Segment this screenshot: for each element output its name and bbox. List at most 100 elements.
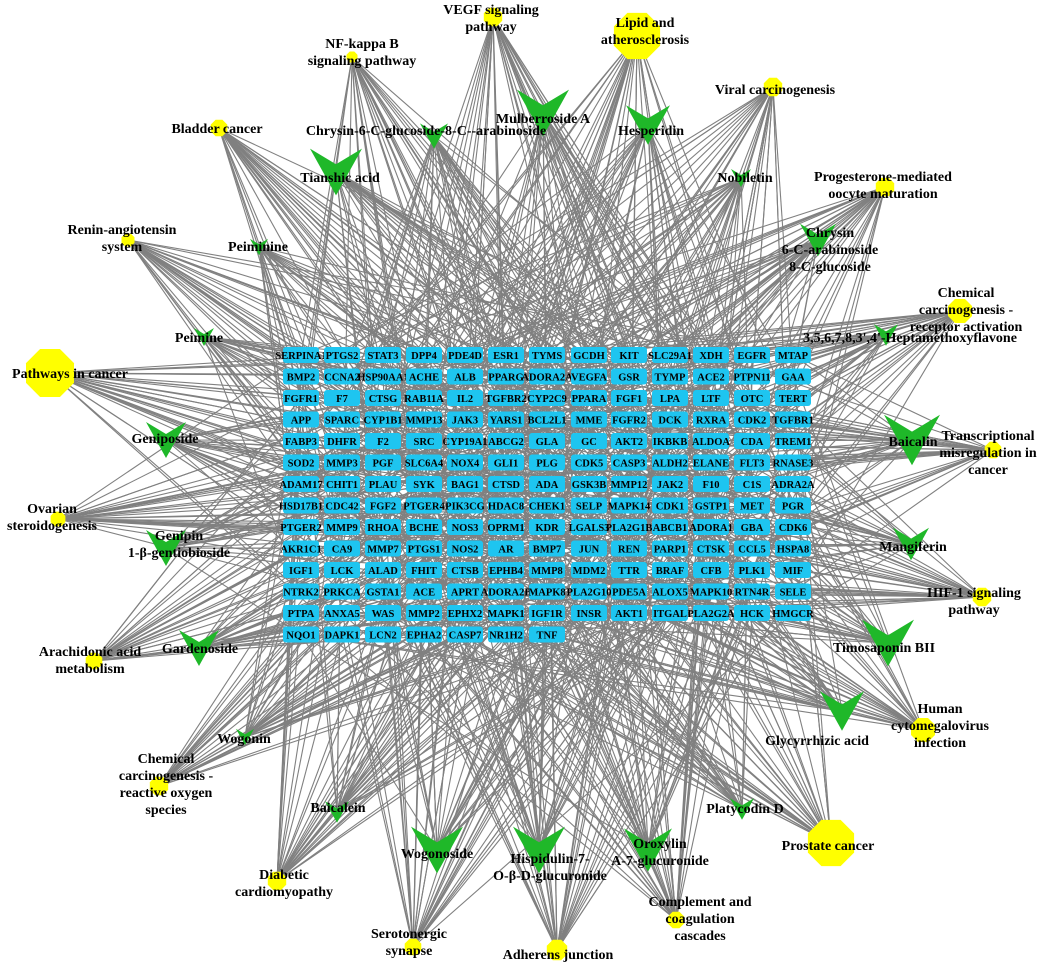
edge-1078 <box>436 526 753 851</box>
compound-label-mulberroside-a: Mulberroside A <box>496 112 591 127</box>
gene-node-lpa: LPA <box>652 390 688 406</box>
gene-node-ikbkb: IKBKB <box>652 433 688 449</box>
gene-node-ache: ACHE <box>406 368 442 385</box>
edge-1123 <box>647 505 753 851</box>
gene-node-mmp2: MMP2 <box>406 605 442 621</box>
gene-label: PTGER2 <box>280 523 321 534</box>
gene-label: EPHA2 <box>407 630 441 641</box>
edge-1113 <box>647 397 712 851</box>
gene-label: CDK5 <box>575 458 604 469</box>
gene-box <box>611 347 647 363</box>
gene-label: STAT3 <box>367 351 398 362</box>
gene-box <box>734 433 770 449</box>
gene-node-parp1: PARP1 <box>652 540 688 557</box>
gene-box <box>324 540 360 557</box>
edge-679 <box>335 171 590 485</box>
pathway-label-bladder-cancer: Bladder cancer <box>171 122 262 137</box>
gene-node-fgf2: FGF2 <box>365 497 401 514</box>
gene-node-ptger2: PTGER2 <box>280 519 322 535</box>
gene-label: AKT2 <box>615 437 643 448</box>
gene-label: ADORA2B <box>481 587 532 598</box>
edge-1075 <box>423 526 438 851</box>
gene-label: LPA <box>660 394 681 405</box>
gene-box <box>447 540 483 557</box>
gene-label: EPHX2 <box>448 609 482 620</box>
gene-box <box>652 368 688 385</box>
gene-label: GSTA1 <box>366 587 399 598</box>
gene-node-alox5: ALOX5 <box>652 583 688 600</box>
gene-box <box>734 583 770 600</box>
pathway-node-nf-kappa-b-signaling-pathway <box>346 51 358 63</box>
compound-label-chrysin-6-c-glucoside-8-c-arabinoside: Chrysin-6-C-glucoside-8-C--arabinoside <box>306 124 546 139</box>
gene-box <box>447 411 483 428</box>
gene-node-flt3: FLT3 <box>734 454 770 471</box>
gene-label: BMP7 <box>533 544 562 555</box>
gene-label: ALB <box>454 372 476 383</box>
gene-box <box>488 390 524 406</box>
edge-1081 <box>538 505 671 851</box>
gene-label: FGFR1 <box>284 394 318 405</box>
edge-1028 <box>336 483 343 813</box>
gene-node-f7: F7 <box>324 390 360 406</box>
compound-label-line: Chrysin-6-C-glucoside-8-C--arabinoside <box>306 124 546 139</box>
gene-node-mif: MIF <box>775 562 811 578</box>
edge-969 <box>244 548 302 738</box>
edge-883 <box>165 483 590 549</box>
edge-632 <box>423 135 435 463</box>
edge-474 <box>588 505 832 844</box>
compound-node-geniposide <box>146 422 186 458</box>
edge-1068 <box>436 634 507 851</box>
pathway-label-viral-carcinogenesis: Viral carcinogenesis <box>715 83 836 98</box>
gene-label: PDE4D <box>448 351 482 362</box>
gene-node-sele: SELE <box>775 583 811 600</box>
gene-node-ca9: CA9 <box>324 540 360 557</box>
edge-1070 <box>382 634 438 851</box>
gene-label: CTSB <box>451 566 478 577</box>
gene-node-mapk10: MAPK10 <box>690 583 732 600</box>
gene-label: HSPA8 <box>777 544 809 555</box>
gene-label: IL2 <box>457 394 473 405</box>
gene-box <box>283 626 319 643</box>
compound-node-mulberroside-a <box>517 89 569 137</box>
pathway-label-line: HIF-1 signaling <box>927 586 1021 601</box>
gene-box <box>611 411 647 428</box>
gene-box <box>775 454 811 471</box>
gene-box <box>652 347 688 363</box>
gene-box <box>652 583 688 600</box>
edge-465 <box>505 634 832 844</box>
gene-node-rnase3: RNASE3 <box>773 454 813 471</box>
compound-node-peimine <box>194 328 214 346</box>
gene-label: INSR <box>576 609 602 620</box>
pathway-node-renin-angiotensin-system <box>121 233 135 247</box>
gene-box <box>447 454 483 471</box>
gene-label: PLG <box>536 458 558 469</box>
edge-1066 <box>436 526 630 851</box>
gene-node-ada: ADA <box>529 476 565 492</box>
pathway-label-line: Serotonergic <box>371 927 447 942</box>
gene-label: LCK <box>331 566 355 577</box>
pathway-node-lipid-and-atherosclerosis <box>613 12 661 60</box>
compound-label-line: Peimine <box>175 331 223 346</box>
edge-886 <box>165 483 425 549</box>
gene-box <box>734 347 770 363</box>
pathway-node-serotonergic-synapse <box>404 938 422 956</box>
gene-box <box>283 519 319 535</box>
gene-box <box>488 626 524 643</box>
edge-765 <box>258 246 466 442</box>
edge-1025 <box>336 505 712 813</box>
edge-591 <box>546 354 558 951</box>
gene-box <box>571 454 607 471</box>
gene-node-sod2: SOD2 <box>283 454 319 471</box>
compound-node-timosaponin-bii <box>862 619 914 667</box>
compound-label-peiminine: Peiminine <box>228 240 288 255</box>
gene-box <box>529 562 565 578</box>
gene-label: ABCB1 <box>653 523 687 534</box>
edge-201 <box>127 239 466 442</box>
edge-720 <box>546 239 819 442</box>
edge-587 <box>556 483 712 951</box>
gene-node-yars1: YARS1 <box>488 411 524 428</box>
